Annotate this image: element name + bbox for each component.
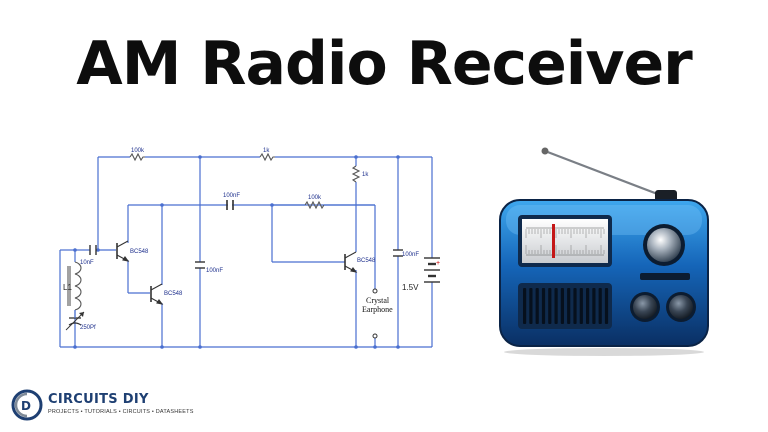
label-q2: BC548 [164,291,183,297]
schematic-wires [59,156,433,348]
band-knob [669,295,693,319]
resistor-r1 [129,152,145,162]
junction-dots [73,155,400,349]
label-c-top: 100nF [223,193,240,199]
battery-plus: + [436,260,440,267]
radio-slot [640,273,690,280]
label-r3: 1k [362,172,369,178]
label-c-mid: 100nF [206,268,223,274]
label-var-cap: 250Pf [80,325,96,331]
label-battery: 1.5V [402,283,419,292]
tuning-needle [552,224,555,258]
earphone-terminals [372,288,378,339]
battery [424,257,440,283]
label-c-right: 100nF [402,252,419,258]
label-coil: L1 [63,283,72,292]
label-earphone-2: Earphone [362,305,393,314]
antenna-tip [541,147,549,155]
label-q1: BC548 [130,249,149,255]
transistor-q1 [116,240,130,262]
circuits-diy-logo-icon: D [11,389,43,421]
label-q3: BC548 [357,258,376,264]
logo-tagline: PROJECTS • TUTORIALS • CIRCUITS • DATASH… [48,409,194,415]
resistor-r3 [351,165,361,183]
logo-name: CIRCUITS DIY [48,392,149,407]
volume-knob [633,295,657,319]
tuning-knob [647,228,681,262]
transistor-q3 [344,251,358,273]
circuits-diy-logo: D CIRCUITS DIY PROJECTS • TUTORIALS • CI… [10,388,193,422]
label-r2: 1k [263,148,270,154]
label-r1: 100k [131,148,145,154]
inductor-l1 [67,261,82,311]
svg-text:D: D [21,399,31,413]
label-r4: 100k [308,195,322,201]
label-c-in: 10nF [80,260,94,266]
label-earphone-1: Crystal [366,296,390,305]
transistor-q2 [150,283,164,305]
tuning-dial [522,219,608,263]
page-title: AM Radio Receiver [76,29,692,99]
resistor-r2 [259,152,275,162]
resistor-r4 [304,200,325,210]
